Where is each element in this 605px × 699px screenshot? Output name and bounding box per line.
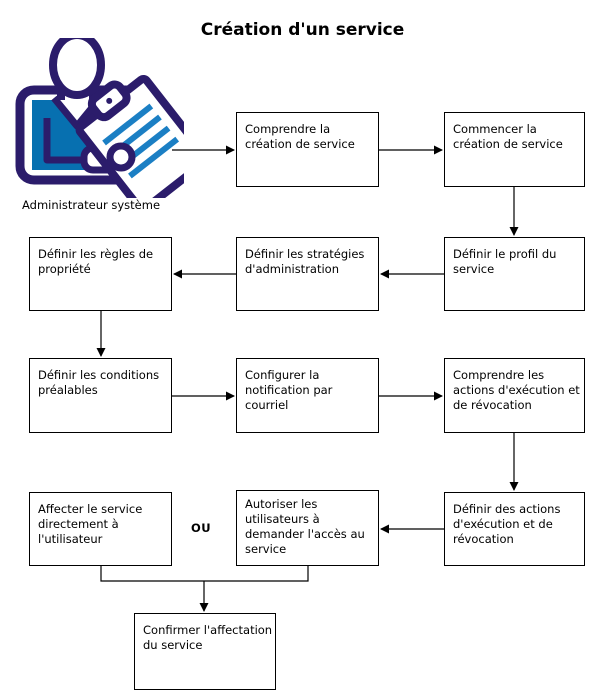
node-line: Définir des actions bbox=[453, 502, 561, 516]
node-configurer-la-notification-par-courriel[interactable]: Configurer la notification par courriel bbox=[236, 358, 379, 433]
node-line: Autoriser les bbox=[245, 497, 318, 511]
node-definir-les-conditions-prealables[interactable]: Définir les conditions préalables bbox=[29, 358, 172, 433]
node-line: d'exécution et de bbox=[453, 517, 553, 531]
node-definir-le-profil-du-service[interactable]: Définir le profil du service bbox=[444, 237, 585, 311]
node-line: d'administration bbox=[245, 262, 339, 276]
node-line: Définir le profil du bbox=[453, 247, 557, 261]
node-definir-les-strategies-d-administration[interactable]: Définir les stratégies d'administration bbox=[236, 237, 379, 311]
or-separator-label: OU bbox=[191, 521, 212, 535]
page-title: Création d'un service bbox=[200, 20, 405, 40]
node-line: Comprendre la bbox=[245, 122, 331, 136]
node-confirmer-l-affectation-du-service[interactable]: Confirmer l'affectation du service bbox=[134, 613, 276, 690]
node-definir-les-regles-de-propriete[interactable]: Définir les règles de propriété bbox=[29, 237, 172, 311]
node-definir-des-actions-d-execution-et-de-revocation[interactable]: Définir des actions d'exécution et de ré… bbox=[444, 492, 585, 566]
node-line: de révocation bbox=[453, 398, 532, 412]
node-autoriser-les-utilisateurs-a-demander-l-acces-au-service[interactable]: Autoriser les utilisateurs à demander l'… bbox=[236, 490, 379, 566]
system-administrator-icon bbox=[14, 31, 211, 214]
node-line: Définir les conditions bbox=[38, 368, 160, 382]
node-line: Comprendre les bbox=[453, 368, 545, 382]
node-line: création de service bbox=[453, 137, 563, 151]
actor-label: Administrateur système bbox=[22, 198, 161, 212]
node-line: directement à bbox=[38, 517, 119, 531]
node-line: Définir les stratégies bbox=[245, 247, 365, 261]
node-line: demander l'accès au bbox=[245, 527, 365, 541]
node-comprendre-la-creation-de-service[interactable]: Comprendre la création de service bbox=[236, 112, 379, 187]
node-line: du service bbox=[143, 638, 203, 652]
node-line: courriel bbox=[245, 398, 289, 412]
node-line: notification par bbox=[245, 383, 333, 397]
node-commencer-la-creation-de-service[interactable]: Commencer la création de service bbox=[444, 112, 585, 187]
node-line: l'utilisateur bbox=[38, 532, 103, 546]
node-line: actions d'exécution et bbox=[453, 383, 580, 397]
node-line: Configurer la bbox=[245, 368, 320, 382]
node-line: Commencer la bbox=[453, 122, 537, 136]
node-line: service bbox=[453, 262, 495, 276]
node-line: propriété bbox=[38, 262, 91, 276]
node-line: Confirmer l'affectation bbox=[143, 623, 273, 637]
node-line: utilisateurs à bbox=[245, 512, 320, 526]
node-affecter-le-service-directement-a-l-utilisateur[interactable]: Affecter le service directement à l'util… bbox=[29, 492, 172, 566]
node-line: préalables bbox=[38, 383, 98, 397]
node-line: révocation bbox=[453, 532, 514, 546]
node-line: Affecter le service bbox=[38, 502, 143, 516]
node-line: Définir les règles de bbox=[38, 247, 154, 261]
node-comprendre-les-actions-d-execution-et-de-revocation[interactable]: Comprendre les actions d'exécution et de… bbox=[444, 358, 585, 433]
node-line: création de service bbox=[245, 137, 355, 151]
node-line: service bbox=[245, 542, 287, 556]
